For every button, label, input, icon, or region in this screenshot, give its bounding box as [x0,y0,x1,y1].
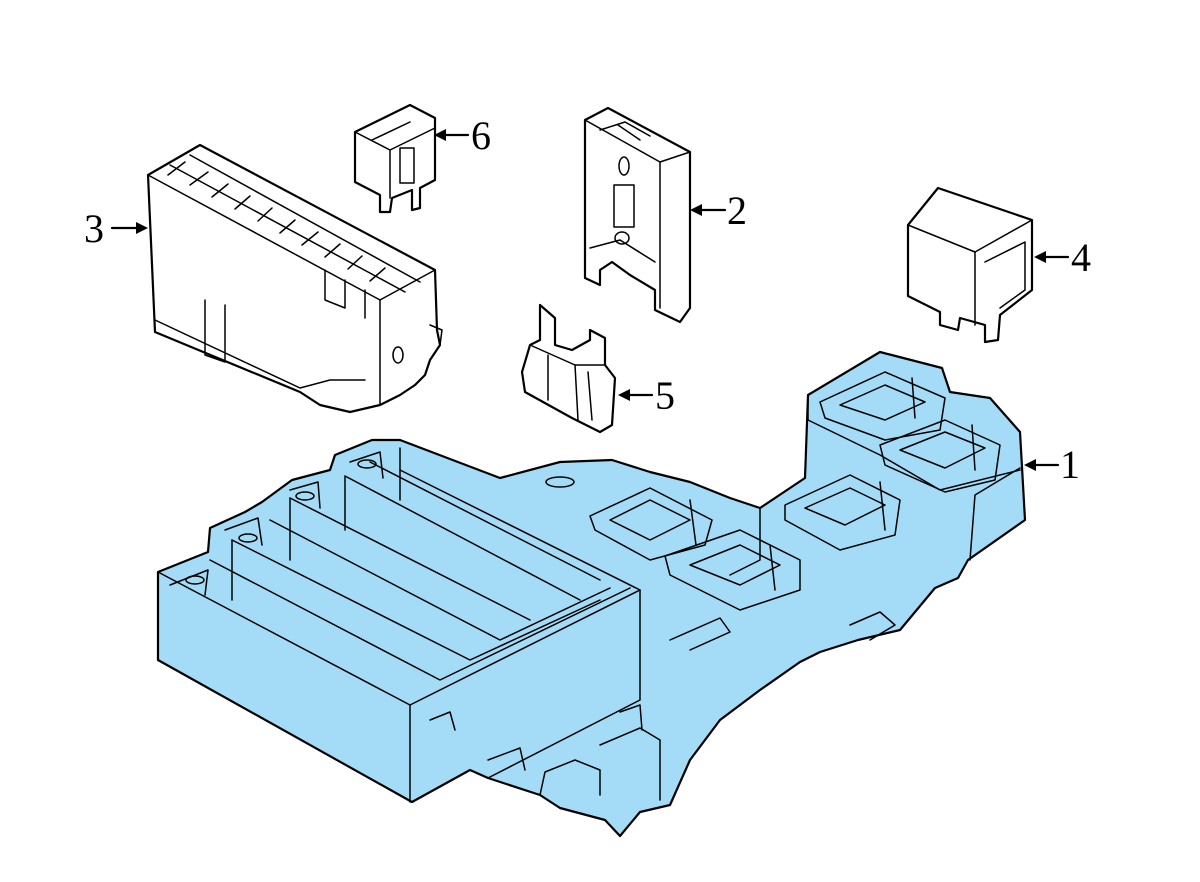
callout-6: 6 [471,113,491,158]
maxi-fuse-part[interactable] [520,303,617,434]
callout-arrows [110,129,1070,471]
callout-5: 5 [655,373,675,418]
callout-2: 2 [727,188,747,233]
fuse-box-bracket-part[interactable] [156,350,1027,838]
callout-4: 4 [1071,235,1091,280]
relay-part[interactable] [906,186,1034,344]
fuse-block-part[interactable] [146,143,443,414]
callout-3: 3 [84,206,104,251]
relay-holder-part[interactable] [583,106,692,324]
mini-fuse-part[interactable] [353,103,437,214]
callout-1: 1 [1060,442,1080,487]
bracket-body [156,350,1027,838]
